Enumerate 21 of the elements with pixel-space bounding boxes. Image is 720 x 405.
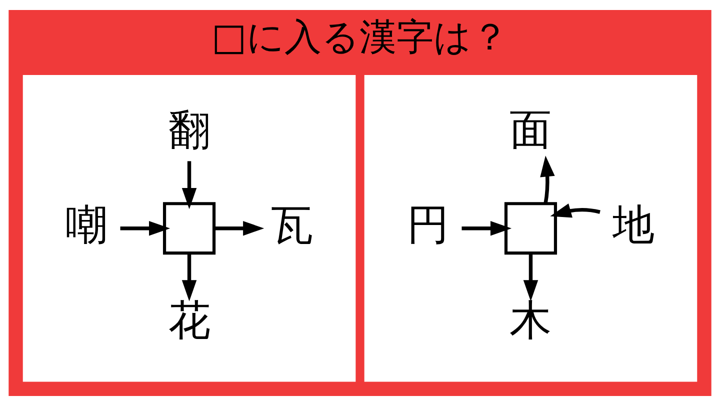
- arrow: [120, 220, 170, 236]
- node-text: 瓦: [270, 200, 313, 249]
- arrow: [462, 220, 512, 236]
- diagram-title: □に入る漢字は？: [211, 15, 509, 58]
- cluster: [364, 74, 698, 382]
- node-text: 面: [510, 104, 552, 154]
- arrow: [550, 202, 600, 218]
- arrow: [523, 253, 538, 301]
- node-text: 翻: [168, 104, 210, 154]
- arrow: [182, 253, 197, 301]
- arrow: [214, 220, 264, 236]
- node-text: 木: [510, 294, 552, 344]
- node-text: 円: [407, 200, 450, 249]
- node-box: [162, 202, 216, 254]
- arrow: [540, 155, 555, 204]
- arrow: [182, 160, 197, 209]
- cluster: [22, 74, 356, 382]
- node-box: [504, 202, 558, 254]
- node-text: 地: [612, 200, 654, 249]
- node-text: 花: [168, 294, 210, 344]
- node-text: 嘲: [66, 200, 108, 249]
